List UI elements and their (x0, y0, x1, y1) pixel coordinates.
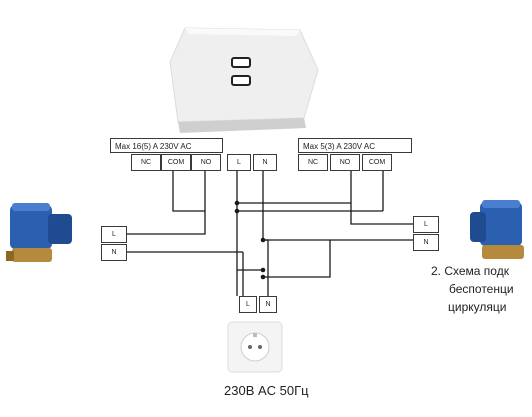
right-valve-terminal-n: N (413, 234, 439, 251)
right-relay-rating-label: Max 5(3) A 230V AC (298, 138, 412, 153)
left-valve-terminal-n: N (101, 244, 127, 261)
junction-dots (234, 200, 266, 280)
caption-line-1: 2. Схема подк (431, 264, 509, 278)
terminal-no-left: NO (191, 154, 221, 171)
terminal-n-center: N (253, 154, 277, 171)
terminal-com-left: COM (161, 154, 191, 171)
left-relay-rating-label: Max 16(5) A 230V AC (110, 138, 223, 153)
socket-voltage-label: 230В AC 50Гц (224, 383, 309, 398)
terminal-no-right: NO (330, 154, 360, 171)
socket-terminal-n: N (259, 296, 277, 313)
right-valve-terminal-l: L (413, 216, 439, 233)
power-socket-icon (227, 321, 283, 373)
zone-valve-actuator-icon (6, 203, 72, 262)
socket-terminal-l: L (239, 296, 257, 313)
terminal-nc-right: NC (298, 154, 328, 171)
terminal-l-center: L (227, 154, 251, 171)
terminal-com-right: COM (362, 154, 392, 171)
thermostat-receiver-icon (169, 27, 319, 133)
caption-line-3: циркуляци (448, 300, 507, 314)
wires (126, 171, 413, 296)
zone-valve-actuator-icon (470, 200, 524, 259)
caption-line-2: беспотенци (449, 282, 514, 296)
left-valve-terminal-l: L (101, 226, 127, 243)
terminal-nc-left: NC (131, 154, 161, 171)
